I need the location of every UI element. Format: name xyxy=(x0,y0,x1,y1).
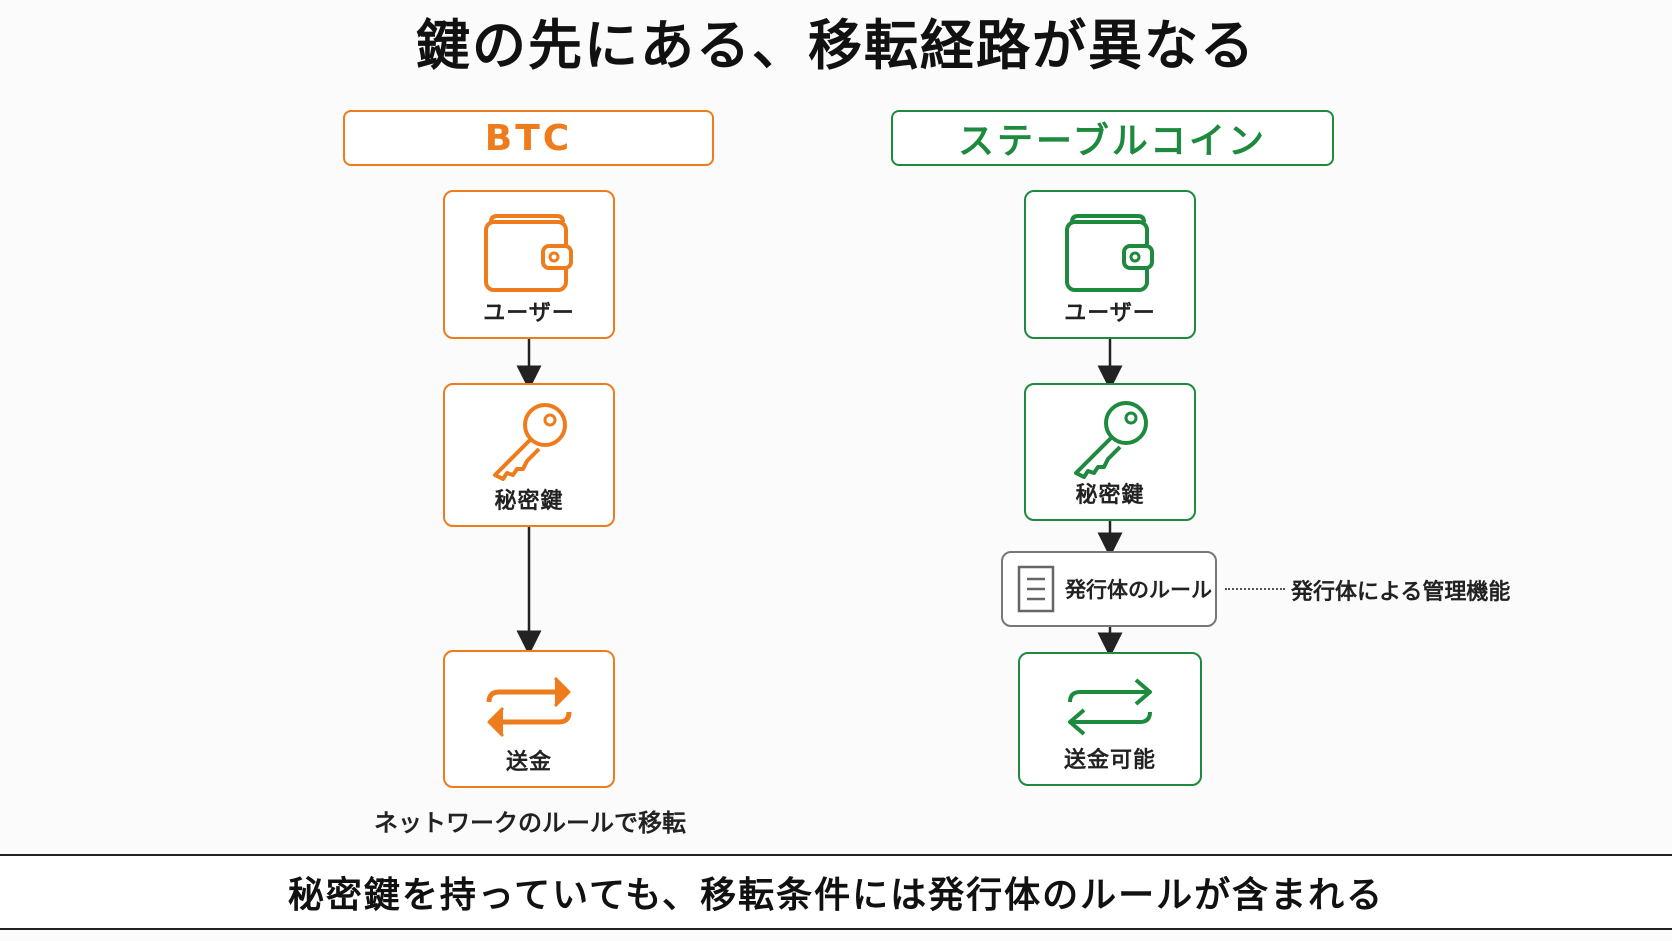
stablecoin-header: ステーブルコイン xyxy=(891,110,1334,166)
wallet-icon xyxy=(1065,214,1154,292)
transfer-icon xyxy=(486,676,572,738)
issuer-rule-box: 発行体のルール xyxy=(1001,551,1217,627)
document-icon xyxy=(1017,565,1055,613)
sc-transfer-node: 送金可能 xyxy=(1018,652,1202,786)
issuer-rule-label: 発行体のルール xyxy=(1065,578,1212,602)
key-icon xyxy=(1074,401,1148,479)
btc-key-label: 秘密鍵 xyxy=(494,489,564,514)
btc-key-node: 秘密鍵 xyxy=(443,383,615,527)
sc-transfer-label: 送金可能 xyxy=(1063,748,1156,773)
sc-user-label: ユーザー xyxy=(1064,301,1156,326)
wallet-icon xyxy=(484,214,573,292)
page-title: 鍵の先にある、移転経路が異なる xyxy=(416,14,1256,77)
btc-transfer-node: 送金 xyxy=(443,650,615,788)
btc-transfer-label: 送金 xyxy=(505,750,552,775)
key-icon xyxy=(493,403,567,481)
sc-user-node: ユーザー xyxy=(1024,190,1196,339)
btc-user-label: ユーザー xyxy=(483,301,575,326)
transfer-icon xyxy=(1068,678,1152,736)
btc-user-node: ユーザー xyxy=(443,190,615,339)
rule-note-connector xyxy=(1225,588,1285,590)
issuer-control-note: 発行体による管理機能 xyxy=(1291,580,1511,605)
btc-caption: ネットワークのルールで移転 xyxy=(374,809,686,837)
btc-header: BTC xyxy=(343,110,714,166)
sc-key-label: 秘密鍵 xyxy=(1075,483,1145,508)
sc-key-node: 秘密鍵 xyxy=(1024,383,1196,521)
footer-summary: 秘密鍵を持っていても、移転条件には発行体のルールが含まれる xyxy=(0,854,1672,930)
